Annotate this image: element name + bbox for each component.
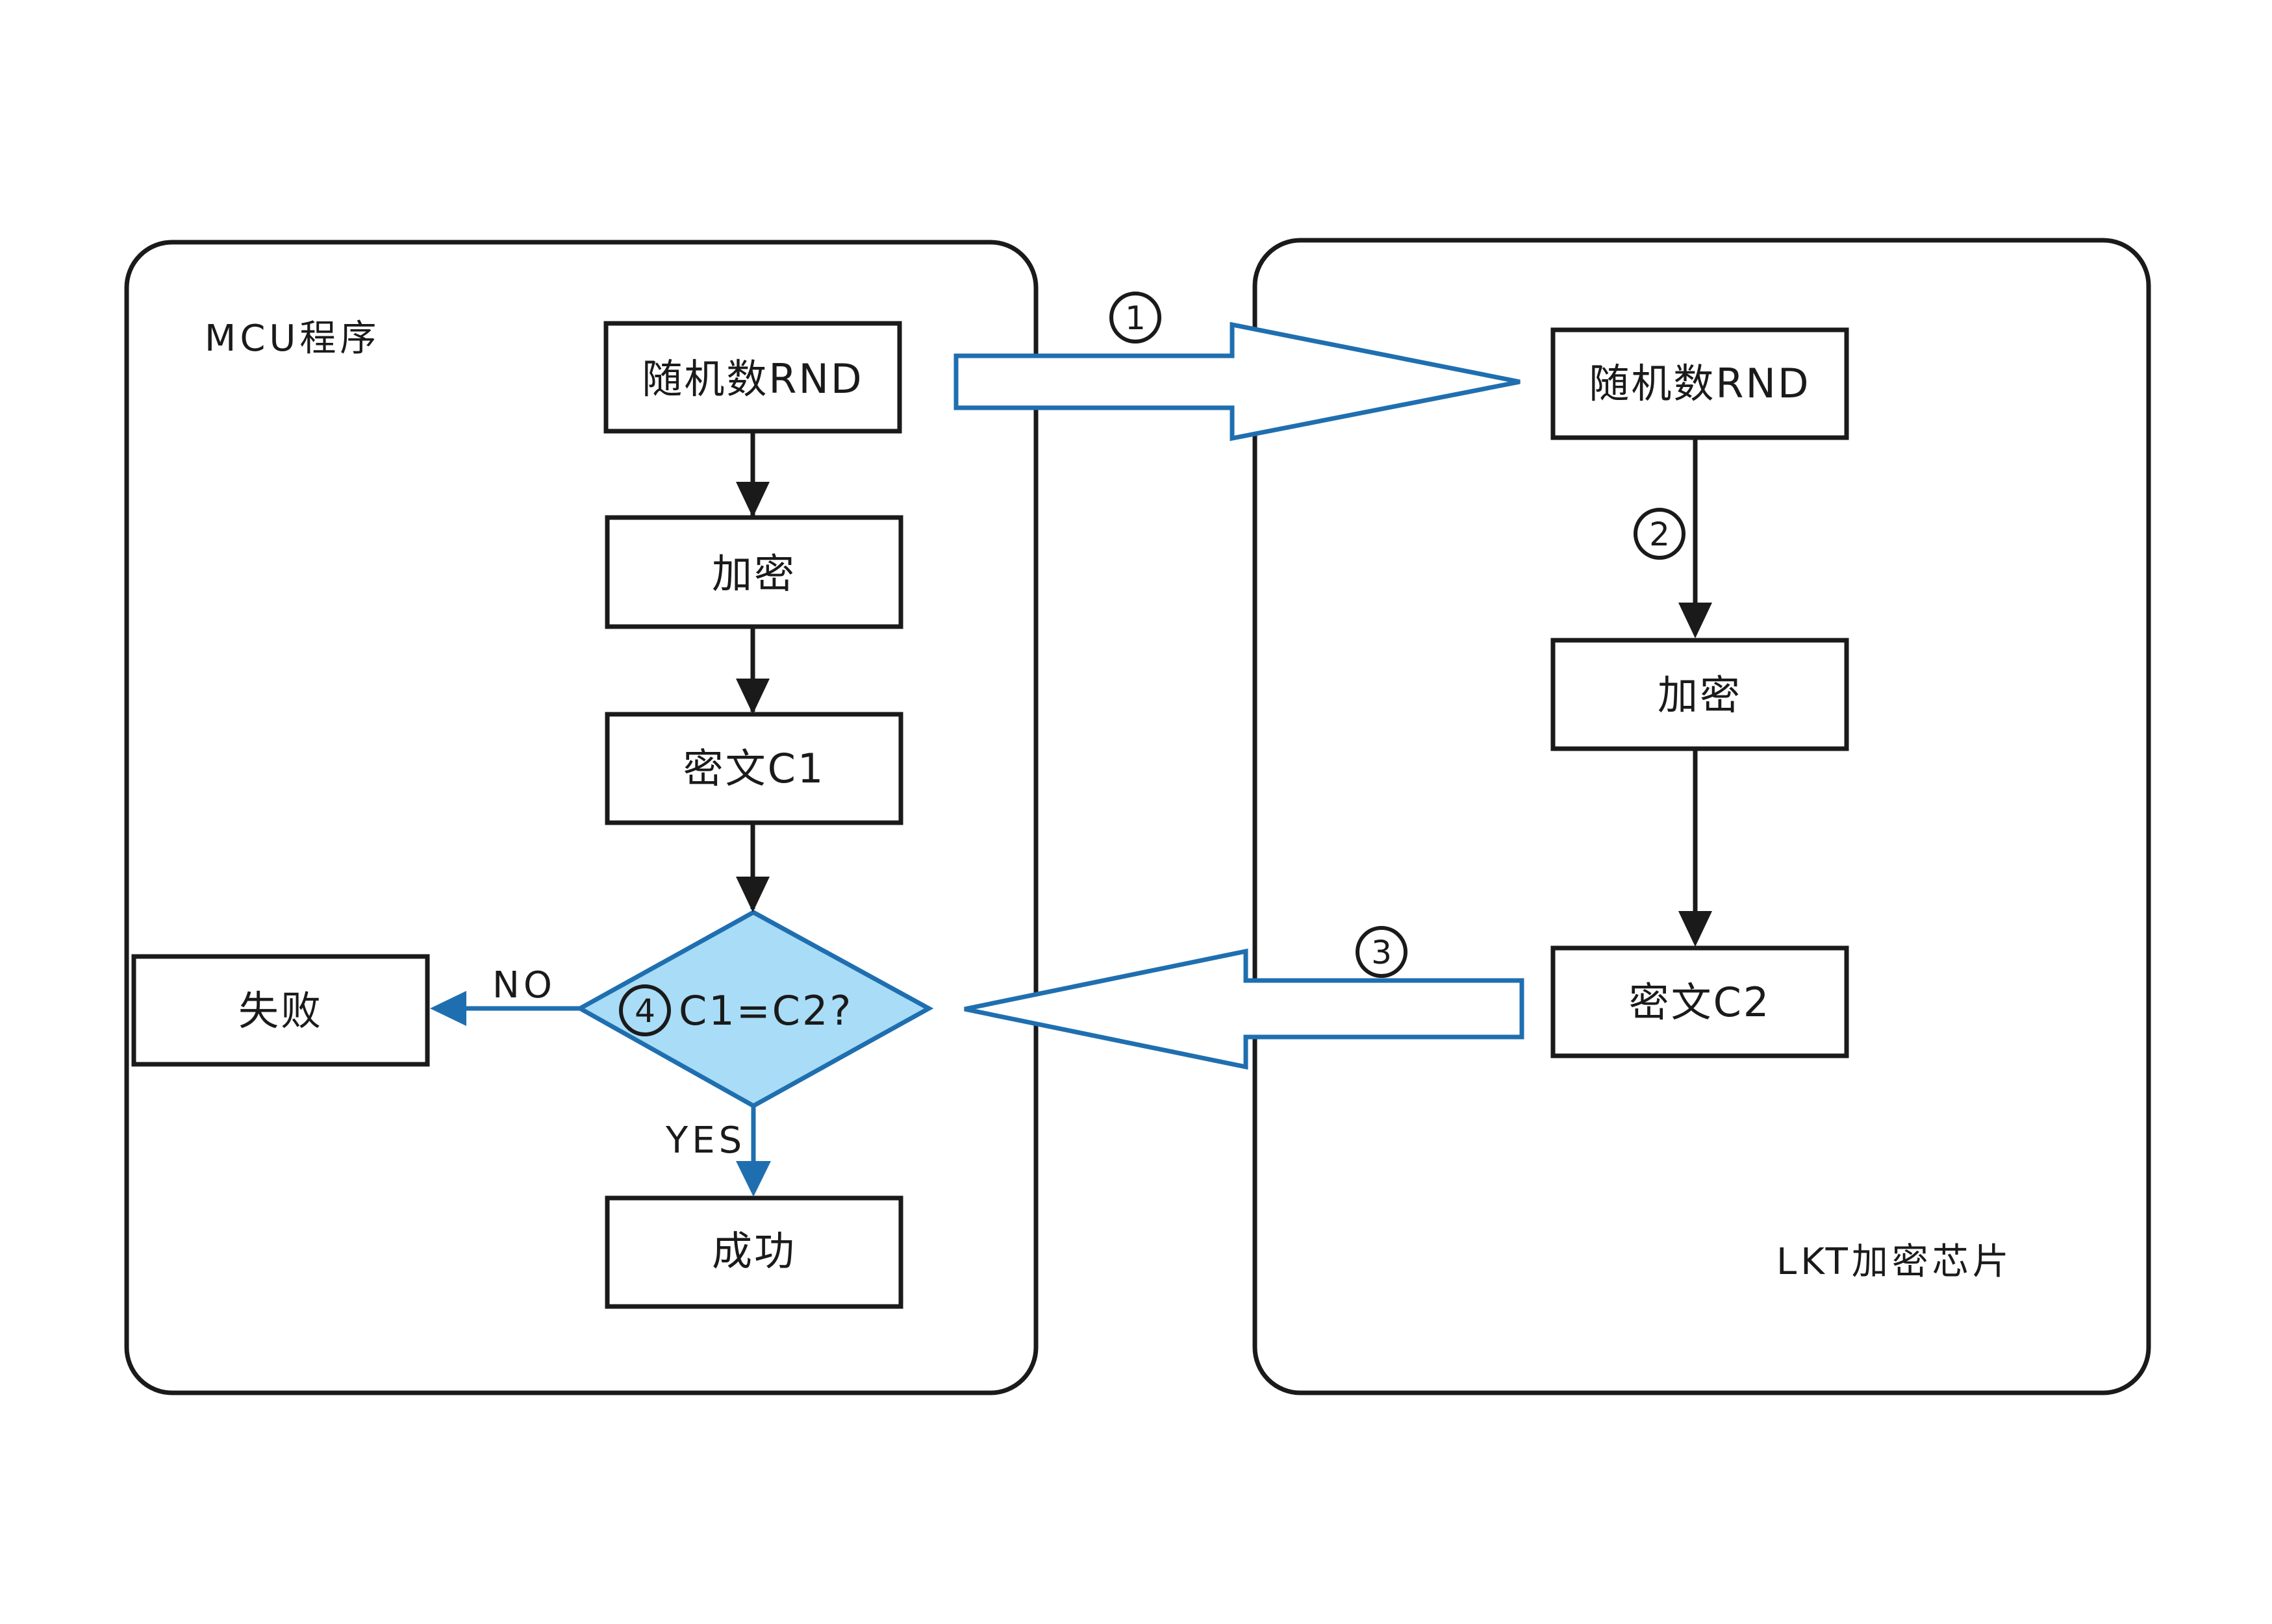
chip-arrowhead-2 [1678, 911, 1712, 947]
mcu-arrowhead-2 [736, 679, 770, 714]
send-random-arrow [953, 321, 1521, 442]
chip-arrowhead-1 [1678, 603, 1712, 638]
success-label: 成功 [712, 1227, 796, 1275]
chip-encrypt-label: 加密 [1658, 671, 1742, 719]
step-1-number: 1 [1125, 299, 1146, 337]
step-1-badge [1109, 292, 1161, 344]
chip-panel [1252, 238, 2151, 1395]
success-box [605, 1195, 903, 1309]
yes-label: YES [665, 1119, 746, 1162]
chip-random-box [1550, 327, 1849, 440]
no-arrowhead [430, 991, 466, 1026]
mcu-random-box [603, 321, 902, 434]
chip-panel-title: LKT加密芯片 [1776, 1241, 2013, 1283]
chip-random-label: 随机数RND [1589, 360, 1810, 407]
step-3-badge [1356, 926, 1407, 978]
step-2-badge [1634, 508, 1685, 560]
mcu-random-label: 随机数RND [642, 355, 863, 403]
return-cipher-arrow [964, 948, 1524, 1070]
fail-label: 失败 [238, 987, 323, 1034]
step-2-number: 2 [1649, 516, 1670, 553]
step-3-number: 3 [1371, 934, 1392, 971]
mcu-cipher-label: 密文C1 [683, 745, 826, 792]
decision-label: C1=C2? [679, 987, 853, 1034]
chip-cipher-label: 密文C2 [1629, 979, 1771, 1026]
yes-arrowhead [736, 1161, 771, 1197]
step-4-badge [619, 984, 671, 1036]
fail-box [131, 954, 430, 1067]
mcu-encrypt-label: 加密 [712, 550, 796, 597]
mcu-panel [124, 240, 1039, 1395]
chip-encrypt-box [1550, 638, 1849, 751]
step-4-number: 4 [635, 992, 655, 1030]
mcu-arrowhead-1 [736, 482, 770, 518]
no-label: NO [492, 964, 556, 1006]
mcu-panel-title: MCU程序 [205, 318, 380, 360]
mcu-cipher-box [605, 712, 903, 825]
chip-cipher-box [1550, 945, 1849, 1058]
mcu-arrowhead-3 [736, 877, 770, 912]
